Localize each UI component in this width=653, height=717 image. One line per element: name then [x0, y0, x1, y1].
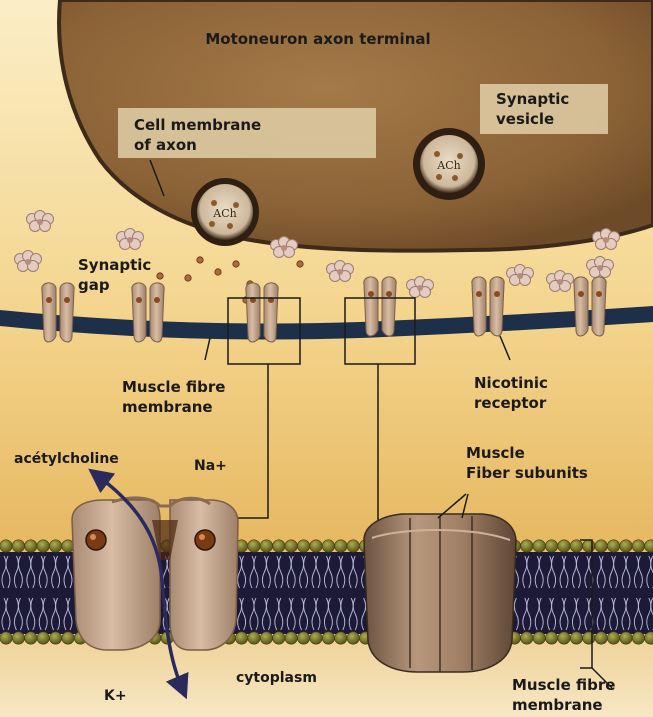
label-synaptic-gap-2: gap [78, 276, 110, 294]
label-nicotinic-2: receptor [474, 394, 547, 412]
flower-molecule [407, 277, 434, 298]
flower-molecule [547, 271, 574, 292]
label-na-plus: Na+ [194, 458, 227, 474]
label-muscle-subunits-2: Fiber subunits [466, 464, 588, 482]
label-axon-terminal: Motoneuron axon terminal [205, 30, 430, 48]
label-muscle-membrane-top-1: Muscle fibre [122, 378, 225, 396]
flower-molecule [327, 261, 354, 282]
flower-molecule [507, 265, 534, 286]
label-muscle-membrane-bottom-1: Muscle fibre [512, 676, 615, 694]
flower-molecule [117, 229, 144, 250]
ach-dot [297, 261, 303, 267]
flower-molecule [271, 237, 298, 258]
label-cell-membrane-1: Cell membrane [134, 116, 261, 134]
flower-molecule [15, 251, 42, 272]
label-acetylcholine: acétylcholine [14, 451, 119, 467]
muscle-fiber-subunits-receptor [364, 494, 516, 672]
ach-dot [215, 269, 221, 275]
label-muscle-membrane-bottom-2: membrane [512, 696, 603, 714]
ach-dot [157, 273, 163, 279]
flower-molecule [27, 211, 54, 232]
label-synaptic-gap-1: Synaptic [78, 256, 151, 274]
label-cytoplasm: cytoplasm [236, 670, 317, 686]
label-ach-right: ACh [436, 159, 460, 172]
label-synaptic-vesicle-1: Synaptic [496, 90, 569, 108]
ach-dot [233, 261, 239, 267]
label-muscle-subunits-1: Muscle [466, 444, 525, 462]
ach-dot [197, 257, 203, 263]
label-synaptic-vesicle-2: vesicle [496, 110, 554, 128]
label-cell-membrane-2: of axon [134, 136, 197, 154]
label-nicotinic-1: Nicotinic [474, 374, 548, 392]
label-ach-left: ACh [212, 207, 236, 220]
flower-molecule [593, 229, 620, 250]
ach-dot [185, 275, 191, 281]
nicotinic-receptor-channel [72, 498, 238, 650]
label-k-plus: K+ [104, 688, 127, 704]
label-muscle-membrane-top-2: membrane [122, 398, 213, 416]
flower-molecule [587, 257, 614, 278]
